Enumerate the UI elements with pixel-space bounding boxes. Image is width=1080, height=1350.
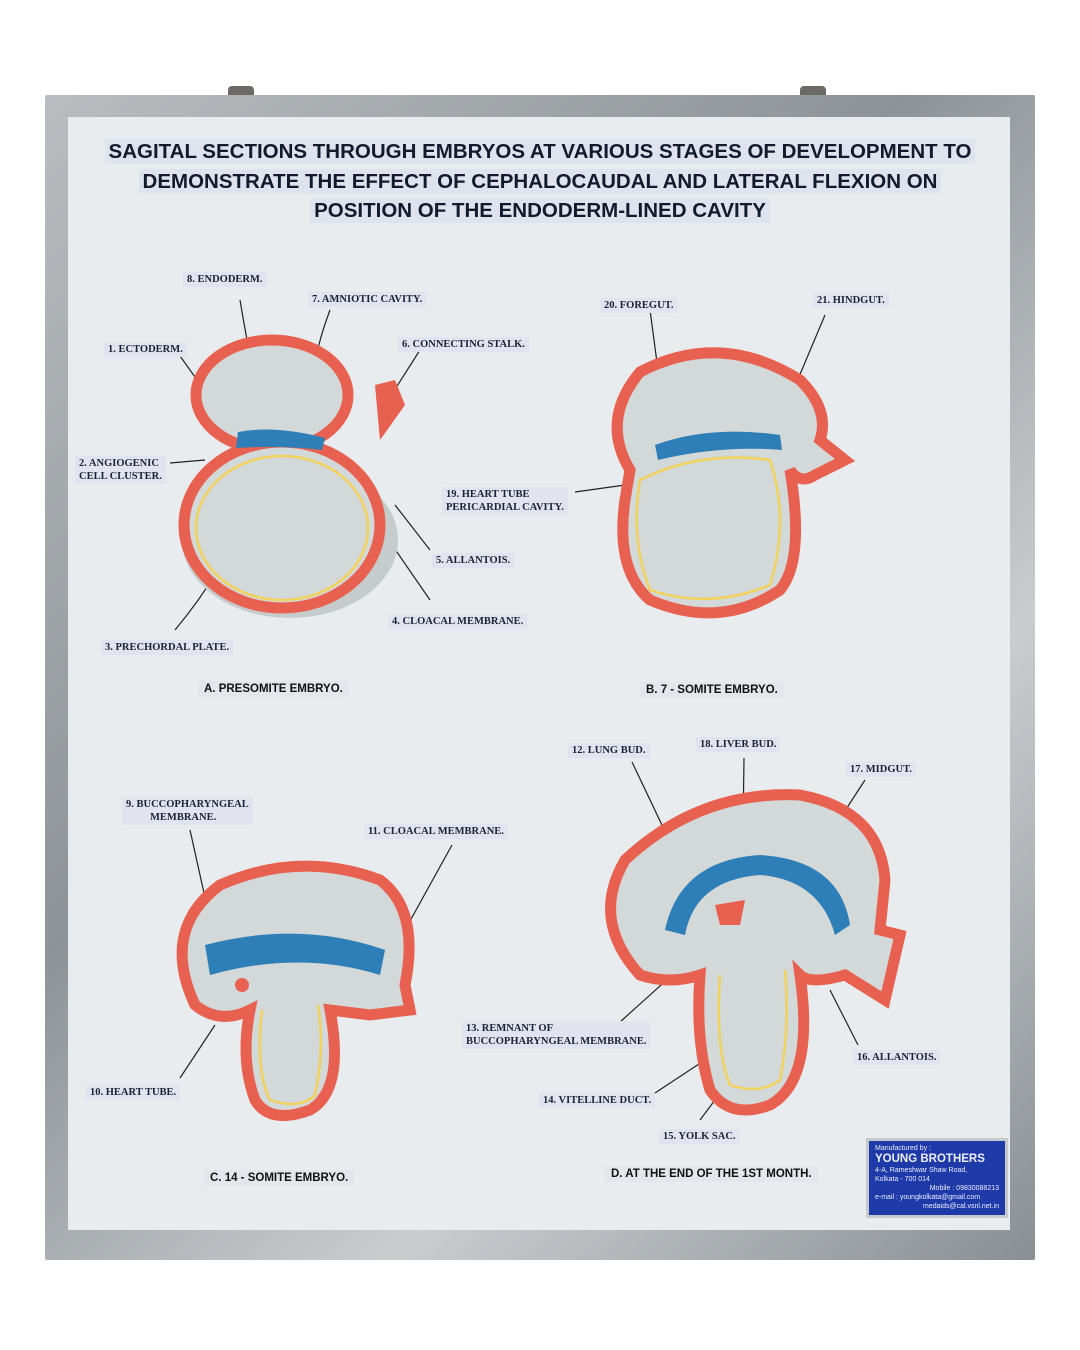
label-yolk-sac: 15. YOLK SAC. xyxy=(659,1129,740,1144)
manufacturer-plate: Manufactured by : YOUNG BROTHERS 4-A, Ra… xyxy=(866,1138,1008,1218)
label-heart-tube: 10. HEART TUBE. xyxy=(86,1085,181,1100)
caption-end-of-first-month: D. AT THE END OF THE 1ST MONTH. xyxy=(605,1166,818,1182)
seven-somite-embryo-model xyxy=(611,347,856,619)
plate-email-1: e-mail : youngkolkata@gmail.com xyxy=(875,1194,981,1201)
plate-heading: Manufactured by : xyxy=(875,1145,932,1152)
presomite-embryo-model xyxy=(178,334,405,618)
plate-brand: YOUNG BROTHERS xyxy=(875,1153,985,1165)
caption-presomite-embryo: A. PRESOMITE EMBRYO. xyxy=(198,681,349,697)
label-cloacal-membrane: 4. CLOACAL MEMBRANE. xyxy=(388,614,528,629)
caption-7-somite-embryo: B. 7 - SOMITE EMBRYO. xyxy=(640,682,784,698)
caption-14-somite-embryo: C. 14 - SOMITE EMBRYO. xyxy=(204,1170,355,1186)
label-prechordal-plate: 3. PRECHORDAL PLATE. xyxy=(101,640,234,655)
label-connecting-stalk: 6. CONNECTING STALK. xyxy=(398,337,529,352)
hanger-knob-left xyxy=(228,86,254,96)
hanger-knob-right xyxy=(800,86,826,96)
plate-address-1: 4-A, Rameshwar Shaw Road, xyxy=(875,1167,968,1174)
end-first-month-embryo-model xyxy=(605,789,907,1116)
plate-address-2: Kolkata - 700 014 xyxy=(875,1176,930,1183)
title-line-1: SAGITAL SECTIONS THROUGH EMBRYOS AT VARI… xyxy=(0,139,1080,164)
fourteen-somite-embryo-model xyxy=(176,860,417,1122)
plate-mobile: Mobile : 09830088213 xyxy=(929,1185,999,1192)
label-lung-bud: 12. LUNG BUD. xyxy=(568,743,650,758)
label-vitelline-duct: 14. VITELLINE DUCT. xyxy=(539,1093,656,1108)
label-cloacal-membrane-c: 11. CLOACAL MEMBRANE. xyxy=(364,824,508,839)
label-allantois-d: 16. ALLANTOIS. xyxy=(853,1050,941,1065)
plate-email-2: medaids@cal.vsnl.net.in xyxy=(923,1203,999,1210)
label-foregut: 20. FOREGUT. xyxy=(600,298,678,313)
label-endoderm: 8. ENDODERM. xyxy=(183,272,267,287)
label-midgut: 17. MIDGUT. xyxy=(846,762,916,777)
title-line-3: POSITION OF THE ENDODERM-LINED CAVITY xyxy=(0,198,1080,223)
title-line-2: DEMONSTRATE THE EFFECT OF CEPHALOCAUDAL … xyxy=(0,169,1080,194)
label-hindgut: 21. HINDGUT. xyxy=(813,293,889,308)
label-ectoderm: 1. ECTODERM. xyxy=(104,342,187,357)
label-amniotic-cavity: 7. AMNIOTIC CAVITY. xyxy=(308,292,427,307)
label-liver-bud: 18. LIVER BUD. xyxy=(696,737,781,752)
label-allantois: 5. ALLANTOIS. xyxy=(432,553,515,568)
